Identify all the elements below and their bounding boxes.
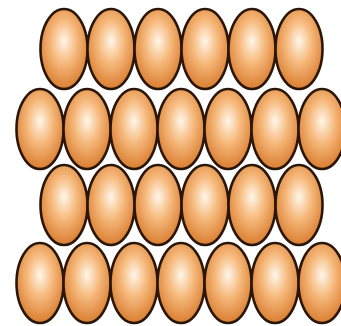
sphere: [205, 89, 252, 169]
sphere: [64, 243, 111, 323]
sphere: [229, 9, 276, 89]
sphere: [88, 9, 135, 89]
sphere: [276, 9, 323, 89]
sphere: [88, 165, 135, 245]
sphere: [252, 89, 299, 169]
sphere: [158, 89, 205, 169]
sphere: [135, 9, 182, 89]
sphere: [111, 89, 158, 169]
sphere: [276, 165, 323, 245]
sphere: [135, 165, 182, 245]
sphere: [17, 243, 64, 323]
sphere: [252, 243, 299, 323]
sphere: [17, 89, 64, 169]
sphere: [299, 89, 341, 169]
sphere: [64, 89, 111, 169]
sphere: [41, 9, 88, 89]
sphere: [229, 165, 276, 245]
sphere: [205, 243, 252, 323]
sphere: [158, 243, 205, 323]
sphere: [182, 9, 229, 89]
sphere: [299, 243, 341, 323]
sphere: [182, 165, 229, 245]
spheres-group: [17, 9, 341, 323]
sphere: [111, 243, 158, 323]
sphere: [41, 165, 88, 245]
